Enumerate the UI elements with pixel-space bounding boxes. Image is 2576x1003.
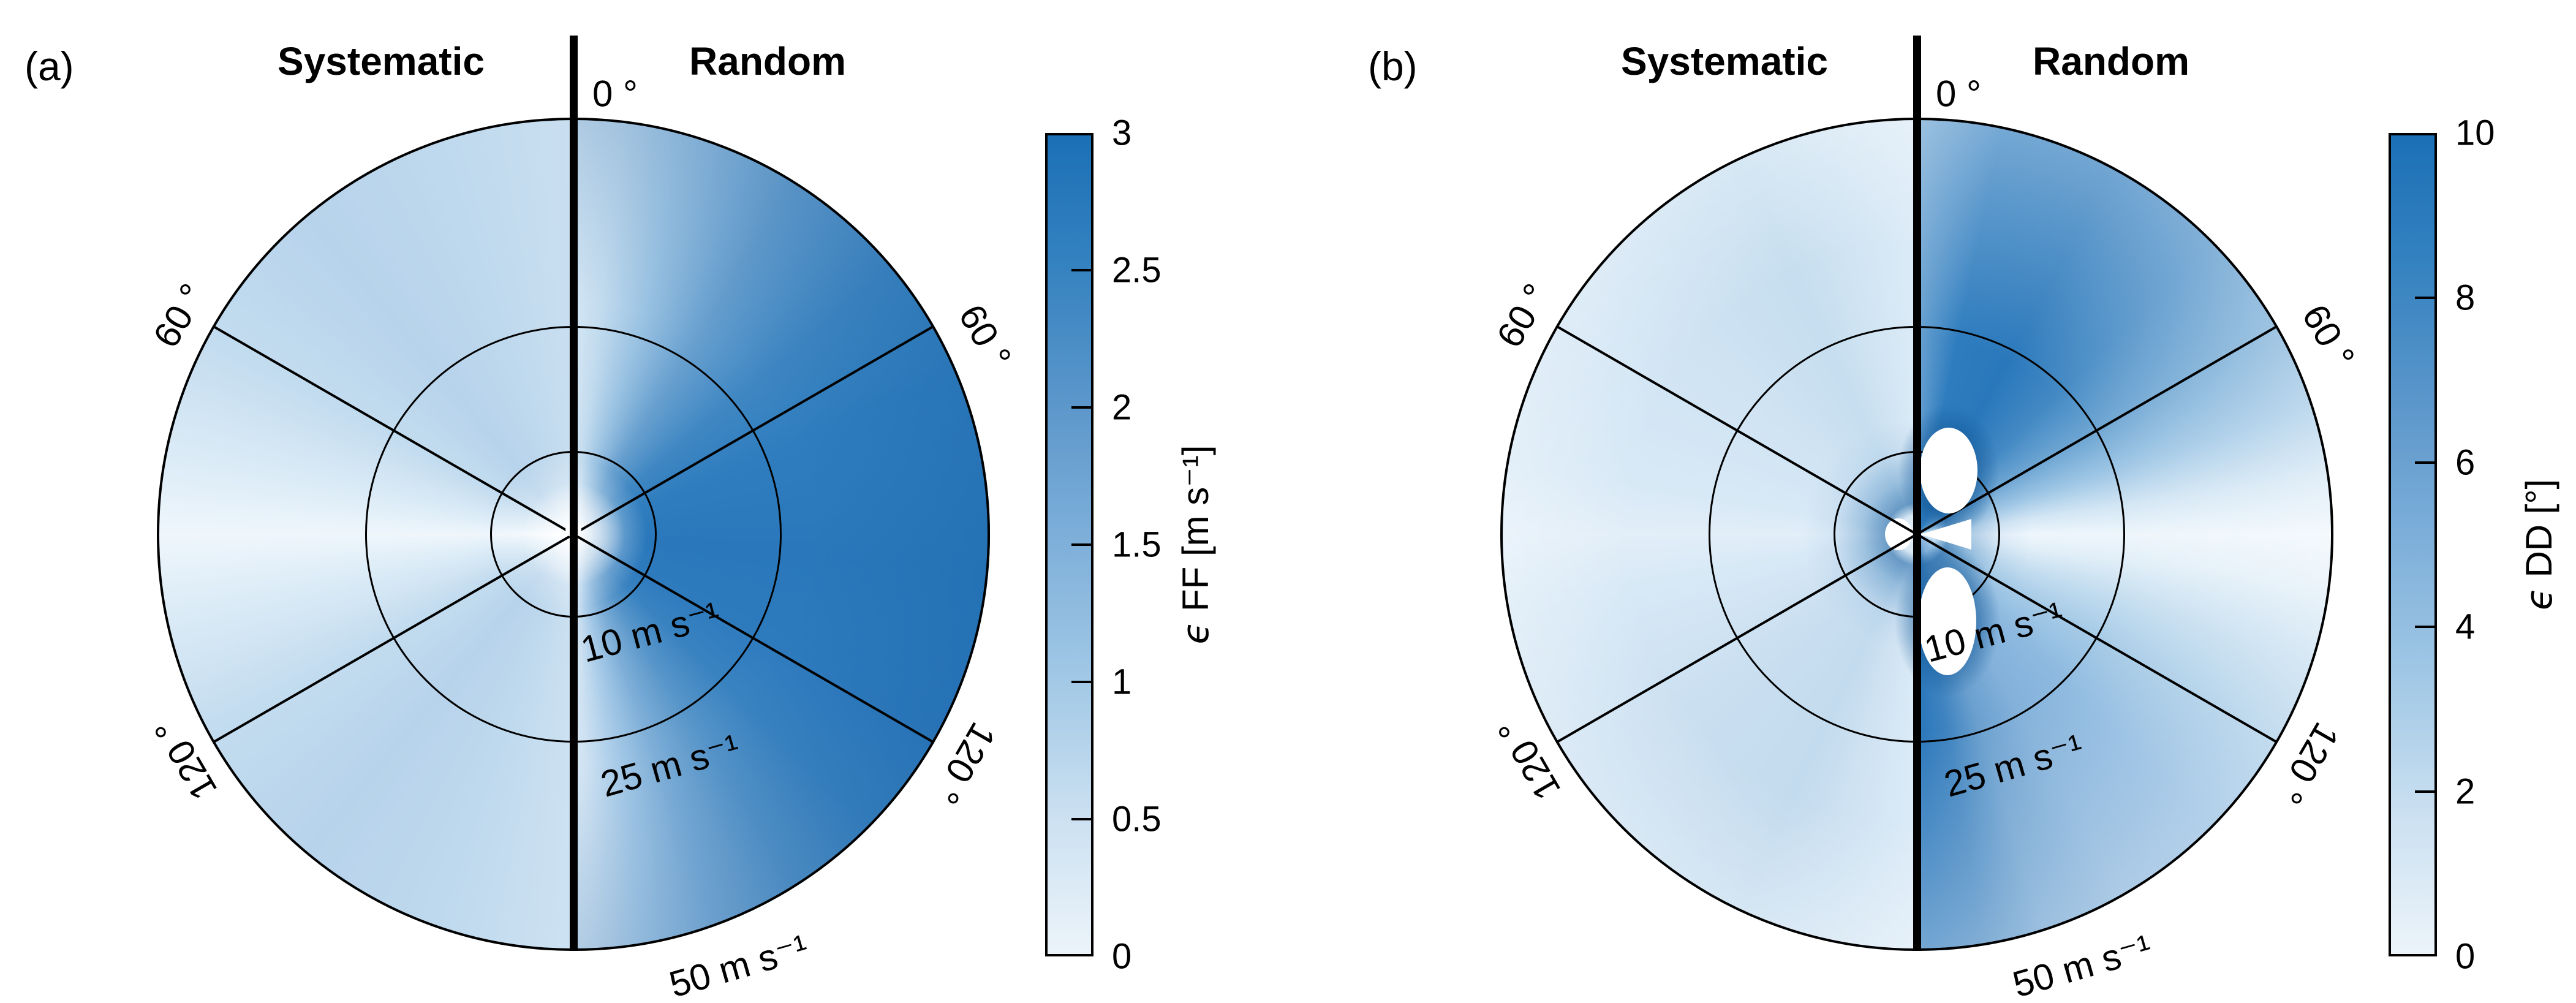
colorbar-tick-mark: [2415, 297, 2434, 299]
panel-b-title-systematic: Systematic: [1621, 39, 1828, 83]
panel-b: (b) Systematic Random 0 ° 60 ° 60 ° 120 …: [1343, 0, 2576, 1003]
panel-a: (a) Systematic Random 0 ° 60 ° 60 ° 120 …: [0, 0, 1233, 1003]
colorbar-tick-label: 3: [1112, 113, 1132, 153]
colorbar-b-axis-label: ϵ DD [°]: [2518, 479, 2561, 610]
colorbar-tick-label: 6: [2455, 442, 2476, 483]
colorbar-tick-mark: [1071, 681, 1091, 683]
panel-a-title-systematic: Systematic: [278, 39, 485, 83]
colorbar-tick-mark: [2415, 790, 2434, 793]
epsilon-symbol: ϵ: [1174, 621, 1217, 645]
colorbar-tick-mark: [1071, 543, 1091, 546]
colorbar-a-axis-label-text: FF [m s⁻¹]: [1175, 445, 1216, 622]
colorbar-tick-label: 0: [2455, 936, 2476, 977]
colorbar-b-axis-label-text: DD [°]: [2518, 479, 2559, 588]
colorbar-tick-label: 2.5: [1112, 250, 1161, 290]
angle-tick-0: 0 °: [1935, 73, 1982, 115]
colorbar-tick-mark: [2415, 626, 2434, 628]
panel-b-corner-label: (b): [1368, 44, 1418, 89]
colorbar-tick-label: 0.5: [1112, 799, 1161, 839]
saturated-white-lobe-upper: [1920, 428, 1977, 513]
colorbar-tick-label: 2: [2455, 771, 2476, 812]
colorbar-tick-label: 1.5: [1112, 524, 1161, 565]
colorbar-tick-label: 10: [2455, 113, 2495, 153]
colorbar-a-axis-label: ϵ FF [m s⁻¹]: [1174, 445, 1217, 644]
polar-plot-b: [1500, 118, 2333, 951]
vertical-axis-line: [570, 36, 578, 951]
colorbar-tick-label: 1: [1112, 662, 1132, 702]
colorbar-b: [2389, 133, 2437, 956]
epsilon-symbol: ϵ: [2518, 588, 2561, 611]
angle-tick-0: 0 °: [592, 73, 638, 115]
saturated-white-lobe-lower: [1919, 567, 1976, 675]
colorbar-tick-mark: [1071, 406, 1091, 409]
colorbar-tick-label: 8: [2455, 278, 2476, 318]
colorbar-tick-label: 4: [2455, 607, 2476, 647]
colorbar-tick-mark: [2415, 461, 2434, 464]
colorbar-tick-mark: [1071, 269, 1091, 271]
polar-plot-a: [157, 118, 990, 951]
panel-b-title-random: Random: [2033, 39, 2189, 83]
colorbar-tick-mark: [1071, 818, 1091, 820]
colorbar-tick-label: 0: [1112, 936, 1132, 977]
panel-a-title-random: Random: [689, 39, 846, 83]
colorbar-tick-label: 2: [1112, 387, 1132, 428]
panel-a-corner-label: (a): [25, 44, 74, 89]
vertical-axis-line: [1913, 36, 1921, 951]
